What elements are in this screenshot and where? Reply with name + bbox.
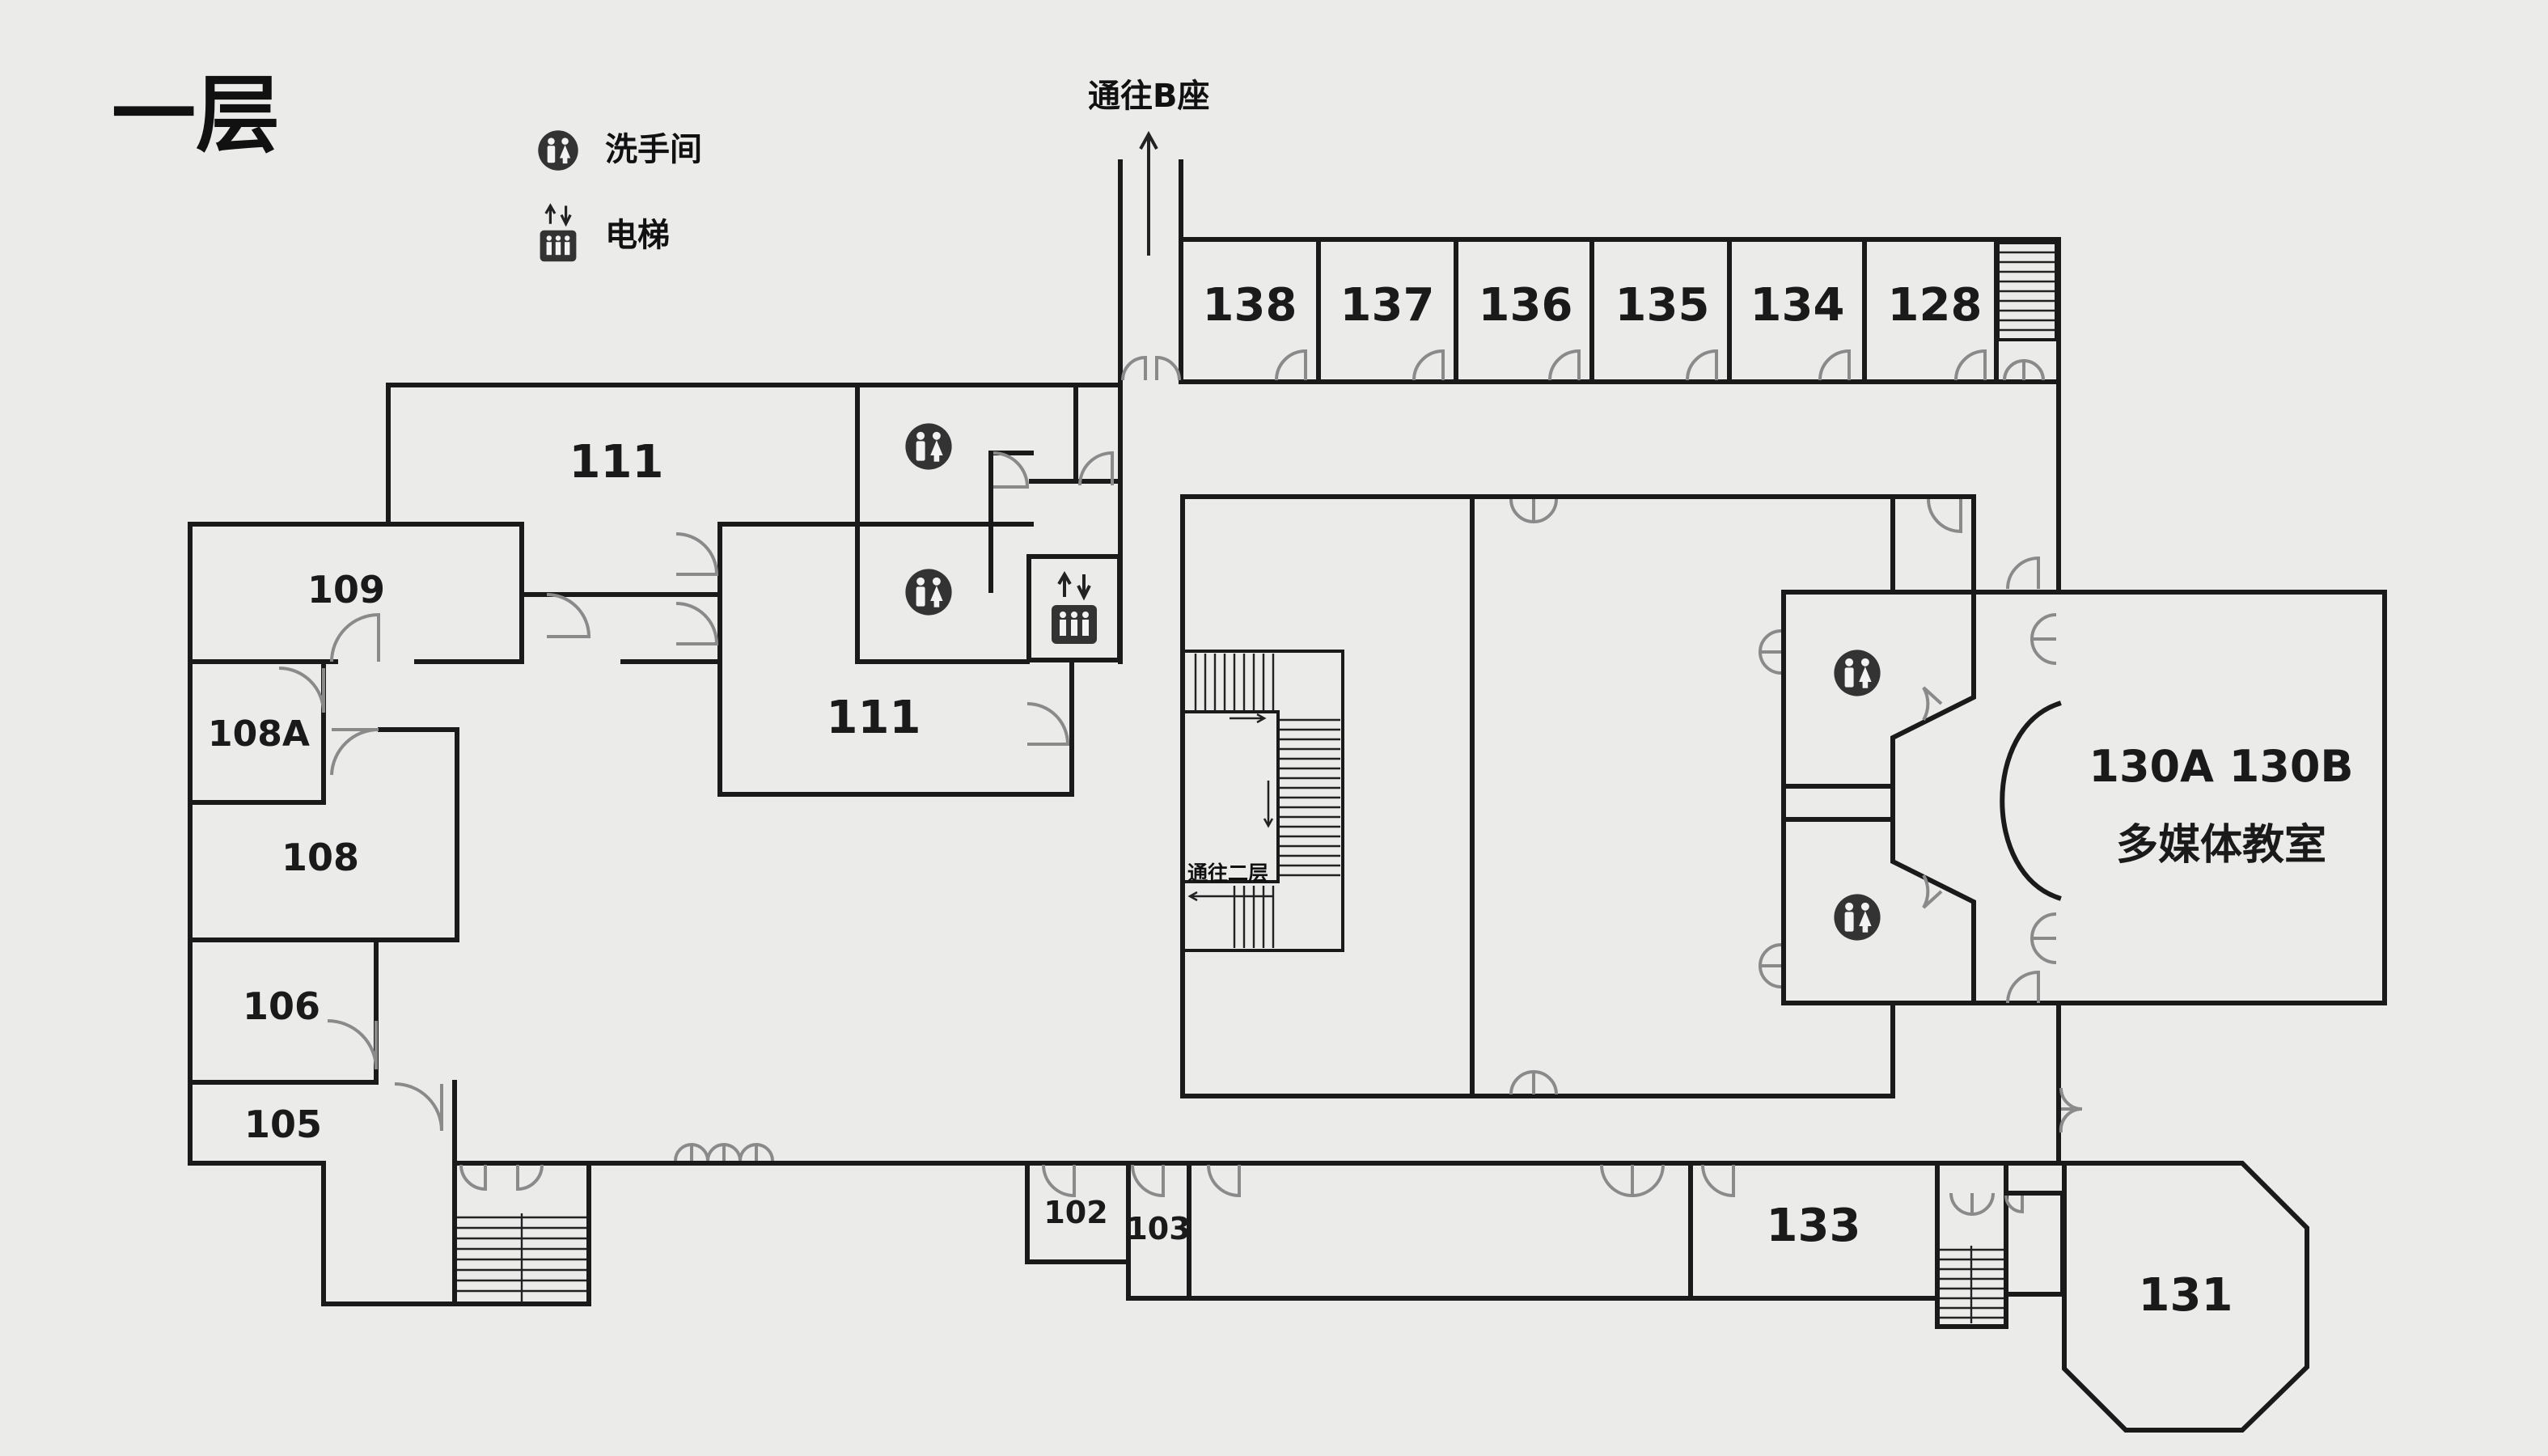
floor-title: 一层 bbox=[112, 66, 280, 164]
restroom-icon bbox=[905, 569, 952, 616]
restroom-icon bbox=[538, 130, 578, 171]
room-108a-label: 108A bbox=[208, 713, 310, 755]
room-102-label: 102 bbox=[1043, 1195, 1107, 1230]
room-128-label: 128 bbox=[1888, 279, 1983, 332]
walls bbox=[188, 159, 2387, 1433]
direction-building-b-label: 通往B座 bbox=[1088, 78, 1210, 115]
room-133-label: 133 bbox=[1767, 1200, 1861, 1252]
room-138-label: 138 bbox=[1203, 279, 1297, 332]
doors bbox=[278, 349, 2083, 1217]
arrow-right-icon bbox=[1230, 713, 1267, 724]
room-135-label: 135 bbox=[1615, 279, 1710, 332]
legend-restroom-label: 洗手间 bbox=[605, 131, 702, 168]
elevator-icon bbox=[1050, 573, 1098, 645]
room-108-label: 108 bbox=[281, 836, 359, 879]
arrow-up-icon bbox=[1139, 130, 1158, 256]
restroom-icon bbox=[1834, 894, 1881, 941]
room-130-label: 130A 130B bbox=[2089, 741, 2353, 792]
room-136-label: 136 bbox=[1479, 279, 1573, 332]
room-105-label: 105 bbox=[244, 1103, 322, 1146]
room-103-label: 103 bbox=[1126, 1211, 1190, 1246]
legend-elevator-label: 电梯 bbox=[605, 217, 670, 254]
arrow-down-icon bbox=[1263, 781, 1274, 828]
room-137-label: 137 bbox=[1340, 279, 1435, 332]
direction-second-floor-label: 通往二层 bbox=[1187, 861, 1268, 885]
room-134-label: 134 bbox=[1750, 279, 1845, 332]
elevator-icon bbox=[538, 204, 578, 263]
room-106-label: 106 bbox=[243, 984, 320, 1028]
direction-building-b: 通往B座 bbox=[1088, 78, 1210, 256]
arrow-left-icon bbox=[1187, 891, 1274, 902]
restroom-icon bbox=[905, 423, 952, 470]
room-111-upper-label: 111 bbox=[569, 436, 664, 489]
legend-elevator: 电梯 bbox=[538, 204, 670, 263]
room-109-label: 109 bbox=[307, 568, 385, 612]
room-131-label: 131 bbox=[2139, 1269, 2233, 1322]
stair-treads bbox=[457, 251, 2055, 1323]
restroom-icon bbox=[1834, 650, 1881, 696]
room-labels: 138 137 136 135 134 128 111 111 109 108A… bbox=[208, 279, 2354, 1322]
room-111-lower-label: 111 bbox=[827, 692, 921, 744]
room-130-name-label: 多媒体教室 bbox=[2116, 821, 2326, 870]
legend-restroom: 洗手间 bbox=[538, 130, 702, 171]
